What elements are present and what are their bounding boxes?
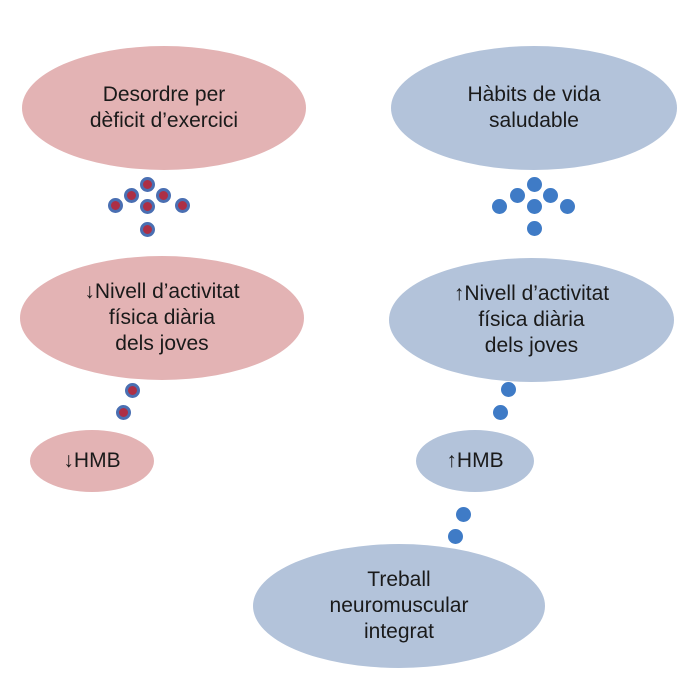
node-nivell-alt: ↑Nivell d’activitat física diària dels j… <box>389 258 674 382</box>
arrow-dot <box>543 188 558 203</box>
node-hmb-alt-label: ↑HMB <box>446 449 504 472</box>
arrow-dot <box>527 221 542 236</box>
connector-dot <box>456 507 471 522</box>
arrow-dot <box>492 199 507 214</box>
arrow-dot <box>175 198 190 213</box>
connector-dot <box>125 383 140 398</box>
arrow-dot <box>140 199 155 214</box>
node-desordre-label: Desordre per dèficit d’exercici <box>89 83 239 132</box>
node-nivell-alt-label: ↑Nivell d’activitat física diària dels j… <box>453 282 610 357</box>
arrow-dot <box>510 188 525 203</box>
node-habits-label: Hàbits de vida saludable <box>467 83 601 132</box>
connector-dot <box>501 382 516 397</box>
arrow-dot <box>108 198 123 213</box>
connector-dot <box>448 529 463 544</box>
node-hmb-baix-label: ↓HMB <box>63 449 121 472</box>
connector-dot <box>116 405 131 420</box>
arrow-dot <box>140 222 155 237</box>
node-treball-label: Treball neuromuscular integrat <box>329 568 469 643</box>
arrow-dot <box>527 199 542 214</box>
arrow-dot <box>156 188 171 203</box>
node-desordre: Desordre per dèficit d’exercici <box>22 46 306 170</box>
node-hmb-alt: ↑HMB <box>416 430 534 492</box>
connector-dot <box>493 405 508 420</box>
node-habits: Hàbits de vida saludable <box>391 46 677 170</box>
arrow-dot <box>527 177 542 192</box>
node-hmb-baix: ↓HMB <box>30 430 154 492</box>
node-nivell-baix-label: ↓Nivell d’activitat física diària dels j… <box>84 280 240 355</box>
node-treball: Treball neuromuscular integrat <box>253 544 545 668</box>
arrow-dot <box>124 188 139 203</box>
arrow-dot <box>560 199 575 214</box>
arrow-dot <box>140 177 155 192</box>
node-nivell-baix: ↓Nivell d’activitat física diària dels j… <box>20 256 304 380</box>
